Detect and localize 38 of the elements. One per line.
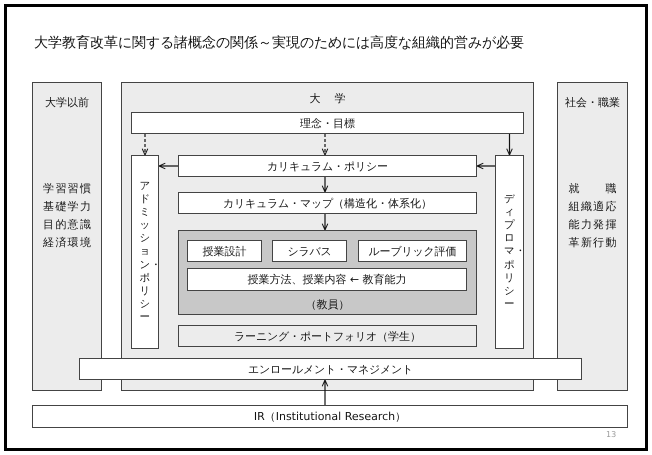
arrow [506,134,513,156]
arrow [476,162,495,170]
list-item: 目的意識 [43,217,91,232]
list-item: 基礎学力 [43,199,91,214]
side-panel [32,82,102,391]
process-box: ディプロマ・ポリシー [495,155,524,349]
process-box: ラーニング・ポートフォリオ（学生） [178,325,477,347]
process-box: 理念・目標 [131,112,524,134]
slide-title: 大学教育改革に関する諸概念の関係～実現のためには高度な組織的営みが必要 [34,34,524,52]
side-panel [557,82,628,391]
page-number: 13 [606,430,616,439]
list-item: 能力発揮 [568,217,616,232]
arrow [322,380,328,405]
process-box: アドミッション・ポリシー [131,155,159,349]
arrow [142,134,148,156]
list-item: 就職 [568,181,616,196]
column-heading: 社会・職業 [565,95,620,110]
column-heading: 大学以前 [45,95,89,110]
faculty-panel [178,230,477,315]
process-box: カリキュラム・マップ（構造化・体系化） [178,192,477,214]
group-label: （教員） [304,297,350,312]
process-box: シラバス [272,240,347,262]
list-item: 革新行動 [568,235,616,250]
arrow [322,134,328,156]
process-box: 授業設計 [187,240,262,262]
list-item: 経済環境 [43,235,91,250]
process-box: 授業方法、授業内容 ← 教育能力 [187,268,467,291]
process-box: カリキュラム・ポリシー [178,155,477,177]
panel-heading: 大学 [308,91,360,106]
process-box: IR（Institutional Research） [32,405,628,428]
arrow [322,177,328,192]
list-item: 組織適応 [568,199,616,214]
process-box: エンロールメント・マネジメント [79,358,582,380]
arrow [322,214,328,230]
arrow [158,162,178,170]
university-panel [121,82,534,391]
list-item: 学習習慣 [43,181,91,196]
process-box: ルーブリック評価 [358,240,467,262]
